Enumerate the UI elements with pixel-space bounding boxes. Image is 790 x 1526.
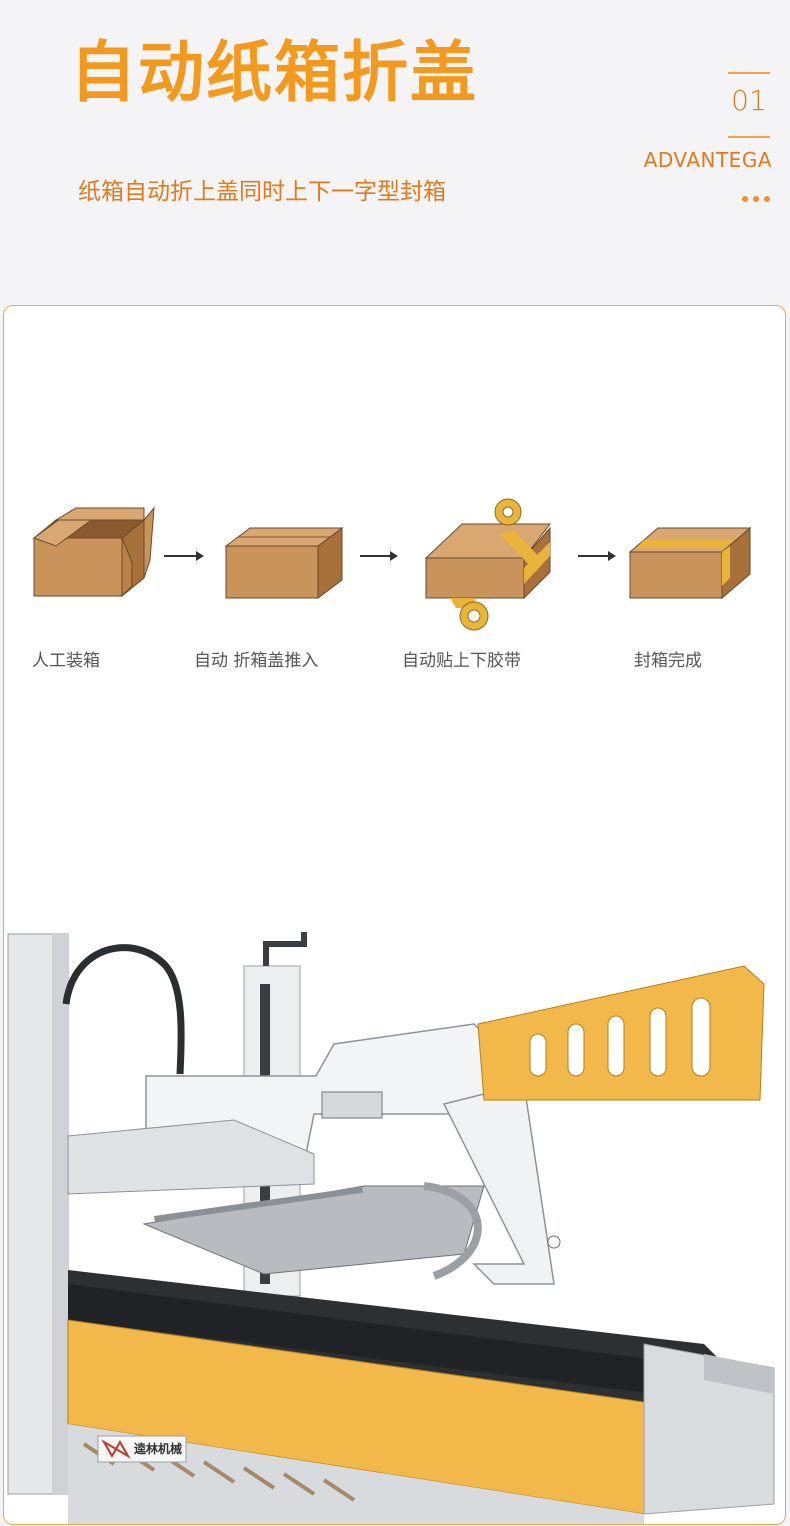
section-index: 01: [731, 84, 767, 117]
process-illustration: [32, 498, 752, 631]
step-label: 自动 折箱盖推入: [194, 651, 319, 671]
section-tag: ADVANTEGA: [643, 148, 772, 172]
taping-box-icon: [424, 498, 552, 631]
sealed-box-icon: [628, 526, 752, 600]
carton-folding-machine-image: [7, 932, 775, 1524]
page-title: 自动纸箱折盖: [70, 34, 478, 111]
divider-line-bottom: [728, 136, 770, 138]
divider-line-top: [728, 72, 770, 74]
closed-box-icon: [224, 527, 344, 599]
page-subtitle: 纸箱自动折上盖同时上下一字型封箱: [78, 179, 446, 205]
arrow-icon: [164, 551, 204, 561]
step-label: 人工装箱: [32, 651, 100, 671]
step-label: 自动贴上下胶带: [402, 651, 521, 671]
arrow-icon: [578, 551, 616, 561]
content-card: 人工装箱 自动 折箱盖推入 自动贴上下胶带 封箱完成: [3, 305, 786, 1525]
step-label: 封箱完成: [634, 651, 702, 671]
arrow-icon: [360, 551, 398, 561]
dots-icon: [742, 196, 770, 202]
brand-label: 逵林机械: [134, 1442, 183, 1456]
open-box-icon: [32, 506, 155, 598]
